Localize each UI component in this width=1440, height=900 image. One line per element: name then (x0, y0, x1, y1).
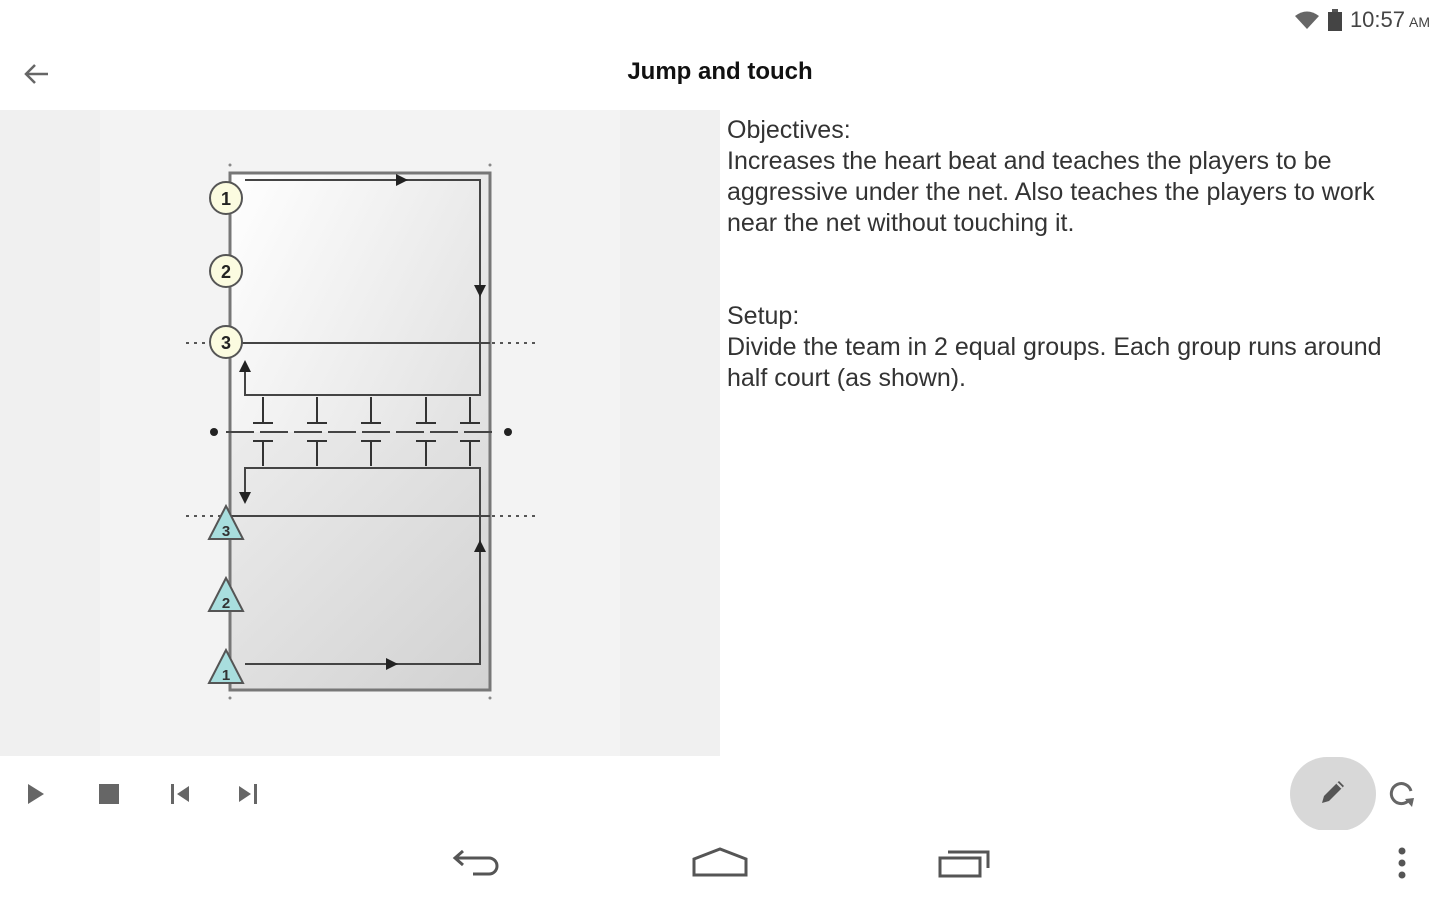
objectives-section: Objectives: Increases the heart beat and… (727, 115, 1417, 239)
svg-text:2: 2 (221, 262, 231, 282)
player-triangle-1: 1 (207, 647, 245, 684)
nav-home-button[interactable] (675, 840, 765, 890)
wifi-icon (1294, 10, 1320, 30)
nav-recents-icon (938, 848, 992, 883)
play-icon (26, 783, 46, 810)
system-nav-bar (0, 830, 1440, 900)
clock-ampm: AM (1409, 14, 1430, 30)
nav-back-button[interactable] (432, 840, 522, 890)
nav-home-icon (692, 846, 748, 884)
battery-icon (1327, 9, 1342, 31)
skip-next-button[interactable] (226, 774, 270, 818)
svg-text:1: 1 (222, 667, 230, 684)
back-button[interactable] (18, 58, 54, 94)
player-circle-2: 2 (209, 254, 243, 288)
arrow-left-icon (22, 62, 50, 91)
playback-controls (0, 757, 1440, 831)
player-circle-1: 1 (209, 181, 243, 215)
player-triangle-2: 2 (207, 575, 245, 612)
player-triangle-3: 3 (207, 503, 245, 540)
objectives-heading: Objectives: (727, 116, 851, 144)
svg-text:3: 3 (222, 523, 230, 540)
setup-heading: Setup: (727, 302, 800, 330)
player-circle-3: 3 (209, 325, 243, 359)
overflow-menu-button[interactable] (1357, 840, 1440, 890)
setup-text: Divide the team in 2 equal groups. Each … (727, 333, 1382, 392)
drill-description: Objectives: Increases the heart beat and… (727, 115, 1417, 456)
nav-recents-button[interactable] (920, 840, 1010, 890)
svg-text:2: 2 (222, 595, 230, 612)
stop-button[interactable] (87, 774, 131, 818)
skip-next-icon (237, 783, 259, 810)
edit-button[interactable] (1290, 757, 1376, 831)
overflow-menu-icon (1397, 847, 1407, 884)
app-bar: Jump and touch (0, 40, 1440, 110)
objectives-text: Increases the heart beat and teaches the… (727, 147, 1375, 237)
page-title: Jump and touch (627, 58, 813, 85)
refresh-button[interactable] (1380, 774, 1424, 818)
setup-section: Setup: Divide the team in 2 equal groups… (727, 301, 1417, 394)
status-bar: 10:57 AM (0, 0, 1440, 40)
svg-text:1: 1 (221, 189, 231, 209)
skip-previous-button[interactable] (158, 774, 202, 818)
refresh-icon (1387, 779, 1417, 814)
drill-diagram[interactable]: 1 2 3 3 2 1 (0, 110, 720, 756)
nav-back-icon (451, 847, 503, 884)
clock-time: 10:57 (1349, 7, 1405, 32)
play-button[interactable] (14, 774, 58, 818)
pencil-icon (1318, 777, 1348, 812)
skip-previous-icon (169, 783, 191, 810)
stop-icon (99, 783, 119, 809)
svg-text:3: 3 (221, 333, 231, 353)
